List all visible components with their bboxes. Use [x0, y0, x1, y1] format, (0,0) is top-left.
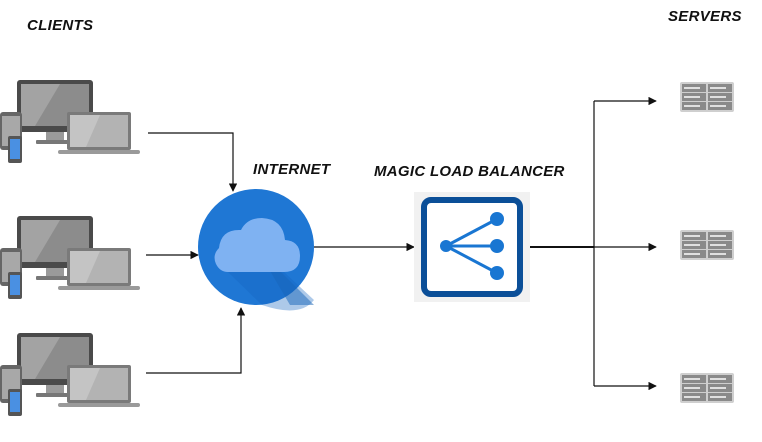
arrow-client1-to-internet: [148, 132, 238, 192]
internet-label: INTERNET: [253, 161, 331, 178]
server-rack-icon-2: [680, 230, 734, 260]
servers-label: SERVERS: [668, 8, 742, 25]
client-devices-icon-1: [0, 80, 140, 163]
server-rack-icon-1: [680, 82, 734, 112]
cloud-icon: [198, 189, 314, 311]
network-share-icon: [414, 192, 530, 302]
load-balancer-label: MAGIC LOAD BALANCER: [374, 163, 565, 180]
arrow-client3-to-internet: [146, 307, 246, 374]
client-devices-icon-2: [0, 216, 140, 299]
server-rack-icon-3: [680, 373, 734, 403]
clients-label: CLIENTS: [27, 17, 94, 34]
client-devices-icon-3: [0, 333, 140, 416]
